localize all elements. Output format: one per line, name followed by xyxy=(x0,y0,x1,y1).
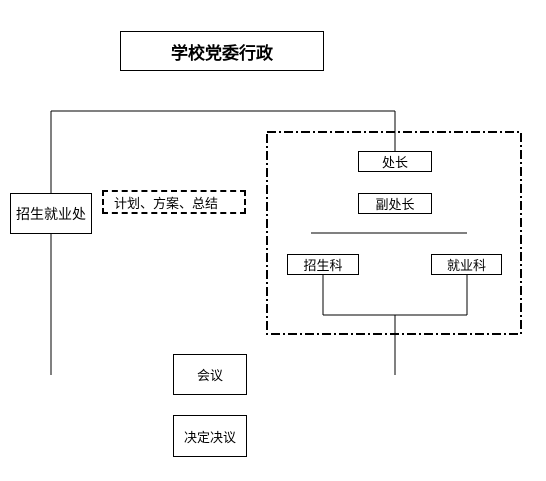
title-label: 学校党委行政 xyxy=(171,43,273,64)
plan-box: 计划、方案、总结 xyxy=(102,190,246,214)
resolution-box: 决定决议 xyxy=(173,415,247,457)
employment-section-box: 就业科 xyxy=(431,254,502,275)
admissions-section-box: 招生科 xyxy=(287,254,359,275)
director-box: 处长 xyxy=(358,151,432,172)
admissions-section-label: 招生科 xyxy=(303,259,343,274)
office-boundary xyxy=(266,131,522,335)
deputy-director-box: 副处长 xyxy=(358,193,432,214)
meeting-box: 会议 xyxy=(173,354,247,395)
plan-label: 计划、方案、总结 xyxy=(114,196,219,212)
deputy-director-label: 副处长 xyxy=(375,198,415,213)
department-box: 招生就业处 xyxy=(10,193,92,234)
resolution-label: 决定决议 xyxy=(183,430,236,446)
director-label: 处长 xyxy=(381,156,408,171)
meeting-label: 会议 xyxy=(196,369,223,384)
employment-section-label: 就业科 xyxy=(446,259,486,274)
department-label: 招生就业处 xyxy=(16,206,86,223)
title-box: 学校党委行政 xyxy=(120,31,324,71)
